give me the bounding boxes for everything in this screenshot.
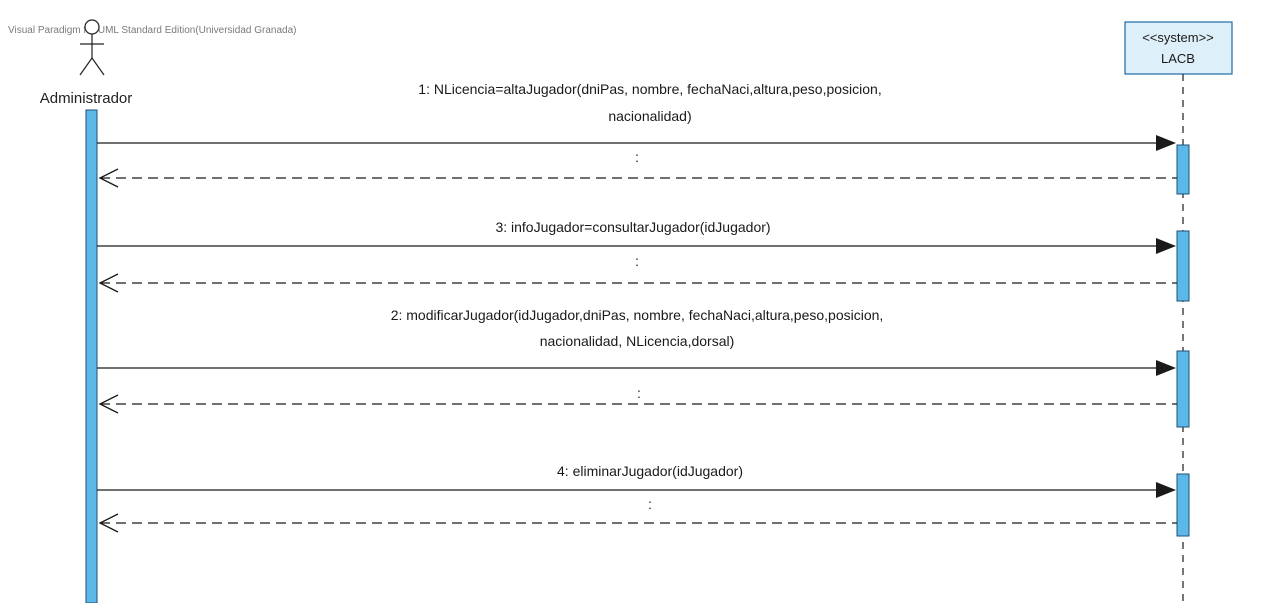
message-3-label-line-1: 2: modificarJugador(idJugador,dniPas, no… [391,307,884,323]
message-3-return-label: : [637,385,641,401]
message-1: 1: NLicencia=altaJugador(dniPas, nombre,… [97,81,1190,195]
message-1-return-arrowhead [98,168,119,188]
message-2-return-arrowhead [98,273,119,293]
message-3-arrowhead [1156,360,1176,376]
message-4-return-arrowhead [98,513,119,533]
system-lifeline-head: <<system>> LACB [1124,21,1233,75]
message-4: 4: eliminarJugador(idJugador) : [97,463,1190,537]
message-2-label-line-1: 3: infoJugador=consultarJugador(idJugado… [495,219,770,235]
message-1-label-line-2: nacionalidad) [608,108,691,124]
actor-label: Administrador [40,90,133,107]
message-4-return-label: : [648,496,652,512]
message-3: 2: modificarJugador(idJugador,dniPas, no… [97,307,1190,428]
message-4-arrowhead [1156,482,1176,498]
system-name: LACB [1161,51,1195,66]
message-1-arrowhead [1156,135,1176,151]
message-3-activation [1176,350,1190,428]
message-1-label-line-1: 1: NLicencia=altaJugador(dniPas, nombre,… [418,81,881,97]
message-4-activation [1176,473,1190,537]
message-2-arrowhead [1156,238,1176,254]
message-2-return-label: : [635,253,639,269]
message-4-label-line-1: 4: eliminarJugador(idJugador) [557,463,743,479]
watermark-text: Visual Paradigm for UML Standard Edition… [8,25,296,36]
actor-activation-bar [85,109,98,603]
system-stereotype: <<system>> [1142,30,1214,45]
message-3-return-arrowhead [98,394,119,414]
message-2: 3: infoJugador=consultarJugador(idJugado… [97,219,1190,302]
message-2-activation [1176,230,1190,302]
message-1-return-label: : [635,149,639,165]
message-1-activation [1176,144,1190,195]
message-3-label-line-2: nacionalidad, NLicencia,dorsal) [540,333,735,349]
actor-icon [79,19,105,76]
